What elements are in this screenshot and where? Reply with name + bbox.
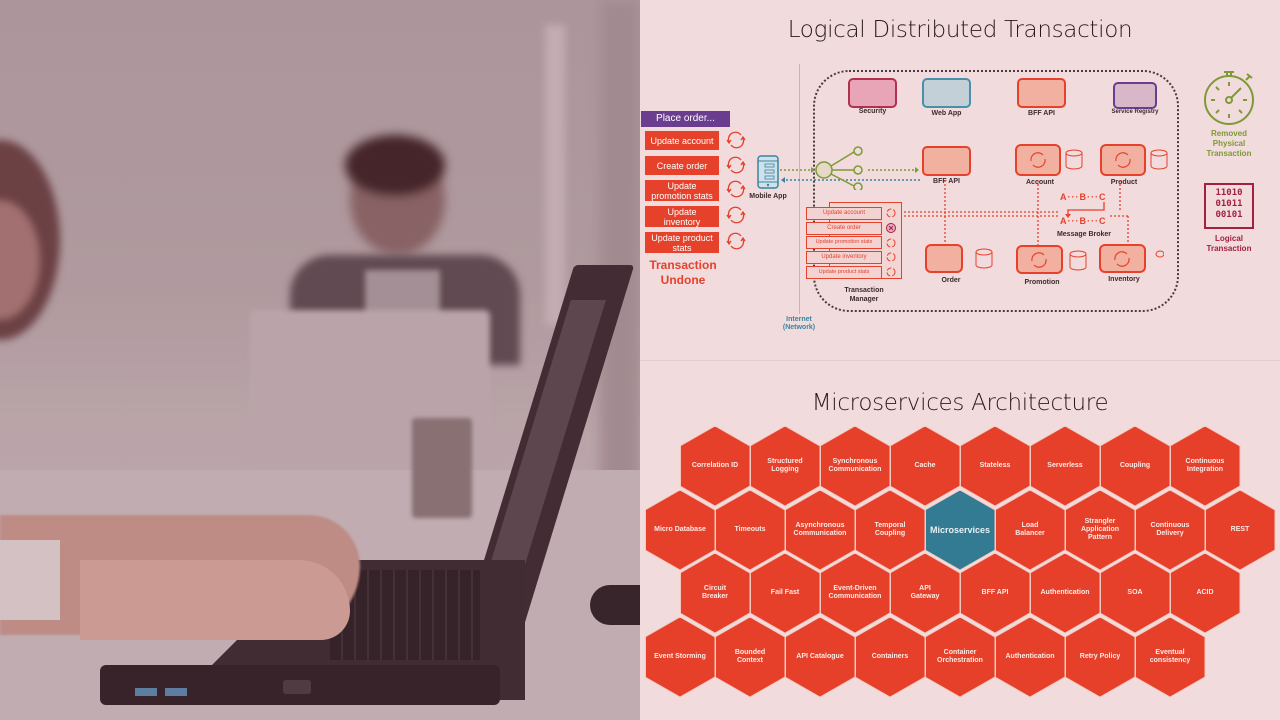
- tm-status-icons: [886, 208, 896, 277]
- tm-step-update-product-stats: Update product stats: [806, 266, 882, 279]
- message-broker-queue-2: A···B···C: [1060, 216, 1107, 226]
- order-label: Order: [941, 277, 961, 284]
- slide-title-microservices: Microservices Architecture: [811, 390, 1109, 416]
- bff-api-box: [922, 146, 971, 176]
- stopwatch-icon: [1204, 71, 1254, 125]
- product-label: Product: [1110, 179, 1138, 186]
- step-create-order: Create order: [645, 156, 719, 175]
- web-app-label: Web App: [931, 110, 962, 117]
- tm-step-update-promotion-stats: Update promotion stats: [806, 236, 882, 249]
- slide-title: Logical Distributed Transaction: [787, 17, 1133, 43]
- account-product-services-icon: [1015, 144, 1168, 176]
- bff-api-top-label: BFF API: [1028, 110, 1055, 117]
- step-update-promotion-stats: Update promotion stats: [645, 180, 719, 201]
- hex-soa: SOA: [1100, 553, 1170, 633]
- mobile-app-icon: [757, 155, 779, 189]
- bff-api-top-box: [1017, 78, 1066, 108]
- hex-event-driven-communication: Event-Driven Communication: [820, 553, 890, 633]
- hex-bounded-context: Bounded Context: [715, 617, 785, 697]
- account-label: Account: [1026, 179, 1054, 186]
- logical-distributed-transaction-slide: Logical Distributed Transaction: [640, 0, 1280, 360]
- security-label: Security: [858, 108, 887, 115]
- hex-api-catalogue: API Catalogue: [785, 617, 855, 697]
- network-boundary-line: [799, 64, 800, 314]
- mouse: [590, 585, 640, 625]
- tm-step-update-account: Update account: [806, 207, 882, 220]
- step-update-account: Update account: [645, 131, 719, 150]
- internet-label: Internet(Network): [782, 316, 816, 331]
- hex-acid: ACID: [1170, 553, 1240, 633]
- hex-eventual-consistency: Eventual consistency: [1135, 617, 1205, 697]
- section-divider: [640, 360, 1280, 361]
- tm-step-update-inventory: Update inventory: [806, 251, 882, 264]
- hex-fail-fast: Fail Fast: [750, 553, 820, 633]
- step-update-inventory: Update inventory: [645, 206, 719, 227]
- tm-step-create-order: Create order: [806, 222, 882, 235]
- backend-boundary: [813, 70, 1179, 312]
- mobile-app-label: Mobile App: [749, 193, 787, 200]
- hex-retry-policy: Retry Policy: [1065, 617, 1135, 697]
- background-photo: [0, 0, 640, 720]
- order-promotion-inventory-services-icon: [925, 244, 1164, 274]
- hex-bff-api: BFF API: [960, 553, 1030, 633]
- message-broker-label: Message Broker: [1056, 231, 1112, 238]
- security-service-box: [848, 78, 897, 108]
- service-registry-label: Service Registry: [1111, 109, 1159, 115]
- service-connections: [880, 180, 1129, 252]
- inventory-label: Inventory: [1108, 276, 1140, 283]
- undo-cycle-icons: [726, 131, 746, 250]
- message-broker-queue-1: A···B···C: [1060, 192, 1107, 202]
- coffee-mug: [412, 418, 472, 518]
- bff-api-label: BFF API: [933, 178, 960, 185]
- hex-api-gateway: API Gateway: [890, 553, 960, 633]
- hex-containers: Containers: [855, 617, 925, 697]
- hex-event-storming: Event Storming: [645, 617, 715, 697]
- web-app-box: [922, 78, 971, 108]
- promotion-label: Promotion: [1024, 279, 1060, 286]
- step-update-product-stats: Update product stats: [645, 232, 719, 253]
- service-registry-box: [1113, 82, 1157, 109]
- hex-container-orchestration: Container Orchestration: [925, 617, 995, 697]
- api-gateway-fanout-icon: [780, 146, 920, 190]
- hex-authentication: Authentication: [995, 617, 1065, 697]
- hex-authentication: Authentication: [1030, 553, 1100, 633]
- hex-circuit-breaker: Circuit Breaker: [680, 553, 750, 633]
- place-order-header: Place order...: [641, 111, 730, 127]
